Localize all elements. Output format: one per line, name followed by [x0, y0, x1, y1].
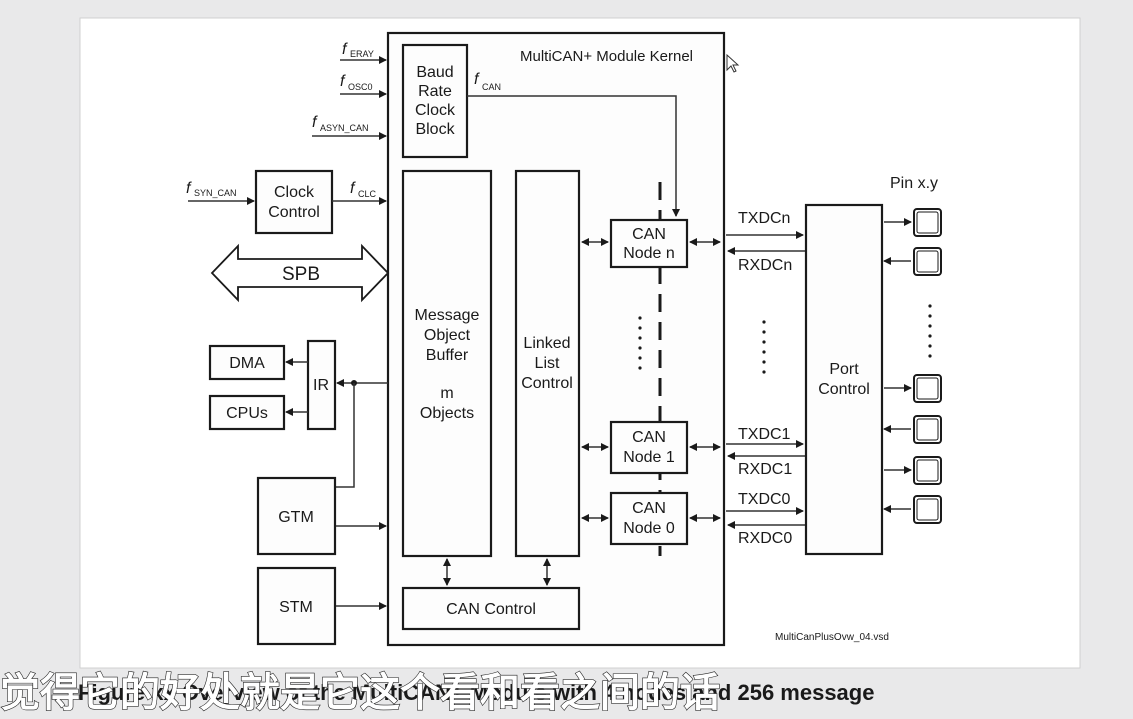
- rxdc0-label: RXDC0: [738, 530, 792, 547]
- mob-label: Message: [415, 307, 480, 324]
- txdcn-label: TXDCn: [738, 210, 790, 227]
- can-node-0-box: [609, 491, 689, 546]
- svg-text:f: f: [474, 71, 480, 88]
- rxdc1-label: RXDC1: [738, 461, 792, 478]
- clock-control-label: Clock: [274, 184, 315, 201]
- svg-text:ASYN_CAN: ASYN_CAN: [320, 123, 369, 133]
- baud-rate-clock-block: [401, 43, 469, 159]
- clock-control-label: Control: [268, 204, 320, 221]
- pin-pad: [913, 495, 942, 524]
- llc-label: List: [535, 355, 560, 372]
- pin-label: Pin x.y: [890, 175, 938, 192]
- svg-text:f: f: [350, 180, 356, 197]
- port-control-box: [804, 203, 884, 556]
- cpus-label: CPUs: [226, 405, 268, 422]
- message-object-buffer-box: [401, 169, 493, 558]
- stm-label: STM: [279, 599, 313, 616]
- port-control-label: Control: [818, 381, 870, 398]
- can-node-1-box: [609, 420, 689, 475]
- pin-pad: [913, 374, 942, 403]
- mouse-cursor-icon: [726, 53, 740, 73]
- svg-text:OSC0: OSC0: [348, 82, 373, 92]
- gtm-box: [256, 476, 337, 556]
- cpus-box: [208, 394, 286, 431]
- llc-label: Control: [521, 375, 573, 392]
- pin-pad: [913, 247, 942, 276]
- ir-box: [306, 339, 337, 431]
- pin-group: [913, 208, 942, 524]
- baud-label: Baud: [416, 64, 453, 81]
- svg-text:ERAY: ERAY: [350, 49, 374, 59]
- f-clc-signal: f CLC: [332, 180, 387, 205]
- pin-pad: [913, 415, 942, 444]
- figure-caption: Figure xx Overview of the MultiCAN+ Modu…: [78, 680, 874, 705]
- dma-label: DMA: [229, 355, 265, 372]
- txdc1-label: TXDC1: [738, 426, 791, 443]
- gtm-label: GTM: [278, 509, 314, 526]
- svg-text:f: f: [312, 114, 318, 131]
- ir-label: IR: [313, 377, 329, 394]
- kernel-title: MultiCAN+ Module Kernel: [520, 48, 693, 65]
- mob-label: Objects: [420, 405, 474, 422]
- f-syn-can-input: f SYN_CAN: [186, 180, 255, 205]
- file-name-label: MultiCanPlusOvw_04.vsd: [775, 632, 889, 643]
- gtm-to-ir-line: [336, 383, 355, 488]
- pin-links: [883, 218, 912, 513]
- can-node-n-label: Node n: [623, 245, 675, 262]
- f-eray-input: f ERAY: [340, 41, 387, 64]
- can-node-1-label: CAN: [632, 429, 666, 446]
- llc-label: Linked: [523, 335, 570, 352]
- can-node-0-label: CAN: [632, 500, 666, 517]
- mob-label: Buffer: [426, 347, 469, 364]
- svg-text:CLC: CLC: [358, 189, 377, 199]
- dma-box: [208, 344, 286, 381]
- svg-text:f: f: [186, 180, 192, 197]
- can-node-0-label: Node 0: [623, 520, 675, 537]
- pin-pad: [913, 456, 942, 485]
- can-control-label: CAN Control: [446, 601, 536, 618]
- linked-list-control-box: [514, 169, 581, 558]
- baud-label: Block: [415, 121, 455, 138]
- spb-bus-arrow: [210, 243, 390, 303]
- can-node-n-label: CAN: [632, 226, 666, 243]
- svg-text:f: f: [340, 73, 346, 90]
- svg-text:f: f: [342, 41, 348, 58]
- baud-label: Rate: [418, 83, 452, 100]
- can-node-1-label: Node 1: [623, 449, 675, 466]
- stm-box: [256, 566, 337, 646]
- f-asyn-can-input: f ASYN_CAN: [312, 114, 387, 140]
- mob-label: m: [440, 385, 453, 402]
- f-can-signal: f CAN: [467, 71, 680, 217]
- pin-pad: [913, 208, 942, 237]
- spb-label: SPB: [282, 264, 320, 285]
- mob-label: Object: [424, 327, 471, 344]
- video-subtitle: 觉得它的好处就是它这个看和看之间的话: [0, 670, 720, 716]
- can-control-box: [401, 586, 581, 631]
- f-osc0-input: f OSC0: [340, 73, 387, 98]
- txdc0-label: TXDC0: [738, 491, 791, 508]
- rxdcn-label: RXDCn: [738, 257, 792, 274]
- vertical-ellipsis: [638, 304, 932, 374]
- port-control-label: Port: [829, 361, 859, 378]
- baud-label: Clock: [415, 102, 456, 119]
- svg-text:SYN_CAN: SYN_CAN: [194, 188, 237, 198]
- clock-control-box: [254, 169, 334, 235]
- can-node-n-box: [609, 218, 689, 269]
- svg-text:CAN: CAN: [482, 82, 501, 92]
